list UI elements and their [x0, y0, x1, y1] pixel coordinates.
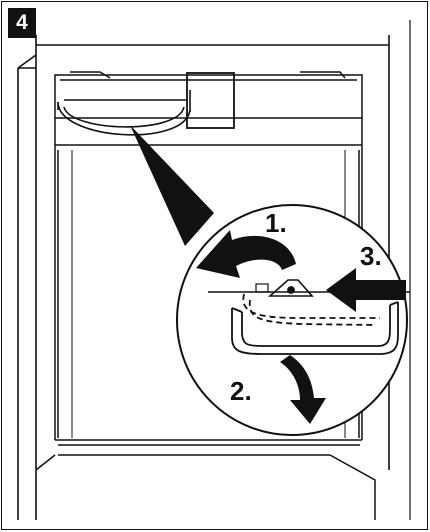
freezer-handle [57, 90, 191, 136]
curved-arrow-down-icon [280, 355, 326, 424]
curved-arrow-counterclockwise-icon [196, 230, 296, 278]
cabinet-outline [17, 20, 411, 520]
straight-arrow-left-icon [326, 268, 406, 312]
step-2-label: 2. [230, 376, 252, 406]
step-3-label: 3. [360, 241, 382, 271]
detail-handle [208, 279, 410, 355]
step-1-label: 1. [265, 208, 287, 238]
zoom-wedge [130, 125, 214, 246]
step-number-badge: 4 [8, 8, 36, 38]
